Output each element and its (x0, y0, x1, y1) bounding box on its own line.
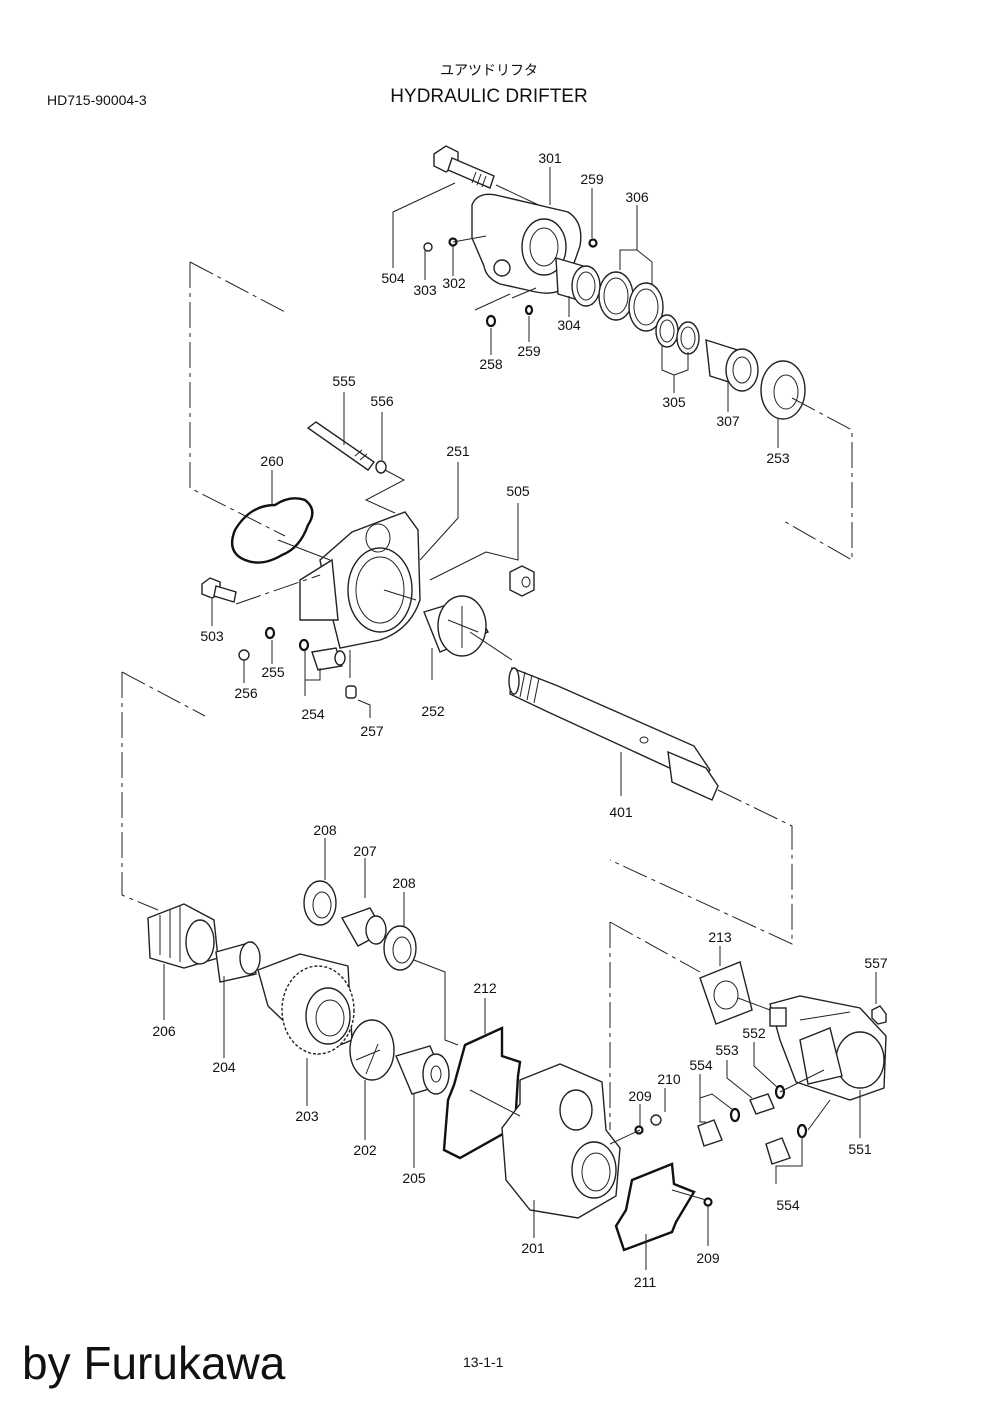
part-556-washer (375, 460, 387, 474)
callout-552: 552 (742, 1025, 766, 1041)
title-japanese: ユアツドリフタ (440, 62, 538, 78)
callout-554: 554 (689, 1057, 713, 1073)
callout-260: 260 (260, 453, 284, 469)
callout-labels: 301 259 306 504 303 302 304 258 259 305 … (152, 150, 888, 1290)
part-401-shank (508, 667, 793, 945)
callout-301: 301 (538, 150, 562, 166)
leaders-lower (163, 838, 877, 1270)
part-307-bushing (705, 339, 759, 392)
page-title: HYDRAULIC DRIFTER (390, 86, 588, 107)
callout-259b: 259 (517, 343, 541, 359)
part-551-motor (769, 995, 887, 1101)
part-211-gasket (614, 1162, 696, 1252)
callout-255: 255 (261, 664, 285, 680)
callout-306: 306 (625, 189, 649, 205)
callout-208b: 208 (392, 875, 416, 891)
callout-251: 251 (446, 443, 470, 459)
orings-top (423, 237, 598, 328)
part-503-bolt (201, 577, 237, 603)
callout-257: 257 (360, 723, 384, 739)
part-253-ring (760, 360, 806, 420)
part-306-seals (598, 271, 664, 332)
leaders-middle (121, 392, 519, 911)
callout-303: 303 (413, 282, 437, 298)
part-213-gasket (699, 961, 753, 1025)
callout-256: 256 (234, 685, 258, 701)
part-555-bolt (306, 421, 375, 471)
callout-208: 208 (313, 822, 337, 838)
callout-201: 201 (521, 1240, 545, 1256)
fittings-550-series (634, 1005, 887, 1207)
part-304-sleeve (555, 257, 601, 307)
part-202-ring (349, 1019, 395, 1081)
callout-307: 307 (716, 413, 740, 429)
part-260-gasket (230, 497, 314, 564)
part-305-seals (655, 314, 700, 355)
callout-212: 212 (473, 980, 497, 996)
callout-505: 505 (506, 483, 530, 499)
callout-259: 259 (580, 171, 604, 187)
callout-254: 254 (301, 706, 325, 722)
callout-209: 209 (628, 1088, 652, 1104)
callout-551: 551 (848, 1141, 872, 1157)
callout-503: 503 (200, 628, 224, 644)
callout-305: 305 (662, 394, 686, 410)
callout-252: 252 (421, 703, 445, 719)
callout-253: 253 (766, 450, 790, 466)
part-201-front-head (501, 1063, 621, 1219)
part-206-chuck-driver (147, 903, 219, 969)
part-505-nut (509, 565, 535, 597)
callout-202: 202 (353, 1142, 377, 1158)
callout-556: 556 (370, 393, 394, 409)
part-204-bushing (215, 941, 261, 983)
callout-213: 213 (708, 929, 732, 945)
part-251-cover (299, 511, 421, 649)
callout-211: 211 (634, 1274, 657, 1290)
callout-504: 504 (381, 270, 405, 286)
leaders-top (189, 167, 853, 561)
callout-555: 555 (332, 373, 356, 389)
small-parts-middle (238, 626, 357, 699)
part-205-valve (395, 1045, 450, 1095)
callout-210: 210 (657, 1071, 681, 1087)
brand-watermark: by Furukawa (22, 1337, 286, 1389)
callout-206: 206 (152, 1023, 176, 1039)
callout-302: 302 (442, 275, 466, 291)
bearings-208-207 (303, 880, 417, 971)
callout-205: 205 (402, 1170, 426, 1186)
part-301-housing (471, 193, 582, 294)
callout-203: 203 (295, 1108, 319, 1124)
callout-207: 207 (353, 843, 377, 859)
page-number: 13-1-1 (463, 1354, 504, 1370)
part-252-piston (423, 595, 489, 657)
callout-204: 204 (212, 1059, 236, 1075)
callout-258: 258 (479, 356, 503, 372)
document-code: HD715-90004-3 (47, 92, 147, 108)
part-203-gear (257, 953, 355, 1055)
callout-554b: 554 (776, 1197, 800, 1213)
callout-209b: 209 (696, 1250, 720, 1266)
callout-557: 557 (864, 955, 888, 971)
callout-553: 553 (715, 1042, 739, 1058)
callout-401: 401 (609, 804, 633, 820)
callout-304: 304 (557, 317, 581, 333)
